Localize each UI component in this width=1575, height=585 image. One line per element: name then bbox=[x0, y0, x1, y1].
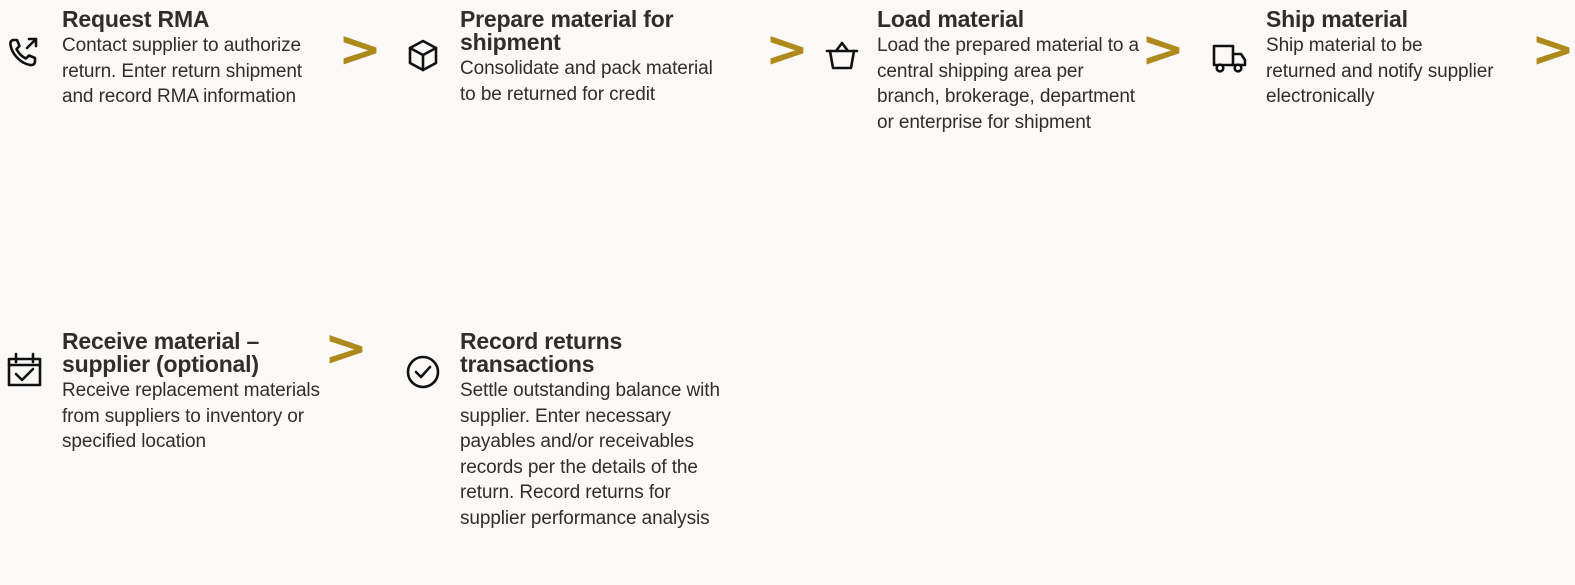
calendar-check-icon bbox=[5, 350, 45, 390]
basket-icon bbox=[822, 36, 862, 76]
step-title: Request RMA bbox=[62, 6, 210, 32]
step-description: Load the prepared material to a central … bbox=[877, 35, 1140, 133]
flow-arrow: > bbox=[1141, 20, 1186, 78]
step-description: Consolidate and pack material to be retu… bbox=[460, 58, 713, 105]
flow-arrow: > bbox=[765, 20, 810, 78]
step-title: Ship material bbox=[1266, 6, 1408, 32]
package-box-icon bbox=[403, 36, 443, 76]
step-description: Receive replacement materials from suppl… bbox=[62, 380, 320, 452]
check-circle-icon bbox=[403, 352, 443, 392]
phone-outgoing-icon bbox=[4, 32, 44, 72]
flow-arrow: > bbox=[324, 319, 369, 377]
step-description: Ship material to be returned and notify … bbox=[1266, 35, 1494, 107]
step-description: Settle outstanding balance with supplier… bbox=[460, 380, 720, 529]
step-title: Prepare material for shipment bbox=[460, 6, 674, 55]
flow-arrow: > bbox=[338, 20, 383, 78]
step-description: Contact supplier to authorize return. En… bbox=[62, 35, 302, 107]
step-title: Record returns transactions bbox=[460, 328, 623, 377]
delivery-truck-icon bbox=[1209, 38, 1249, 78]
step-title: Load material bbox=[877, 6, 1024, 32]
step-title: Receive material – supplier (optional) bbox=[62, 328, 260, 377]
flow-arrow: > bbox=[1531, 20, 1575, 78]
